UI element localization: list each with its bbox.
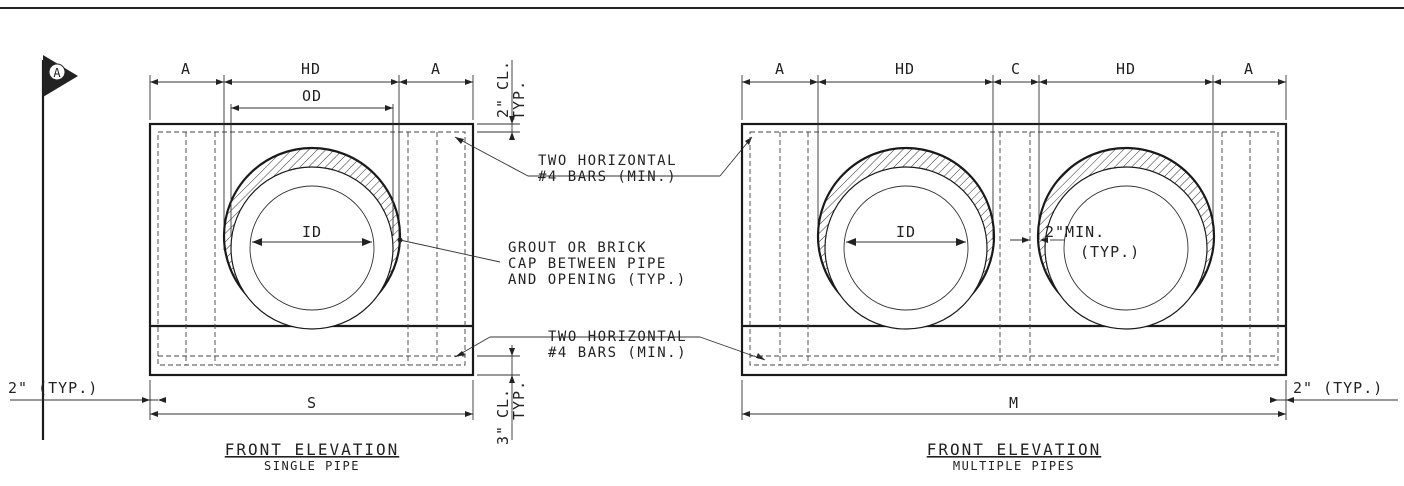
note-top-bars-line2: #4 BARS (MIN.) <box>538 169 677 185</box>
single-clear-top-cl: CL. <box>494 60 512 90</box>
note-grout-line2: CAP BETWEEN PIPE <box>508 256 667 272</box>
multiple-dim-c: C <box>1011 60 1021 78</box>
note-top-bars-line1: TWO HORIZONTAL <box>538 153 677 169</box>
single-left-typ: 2" (TYP.) <box>8 379 98 397</box>
single-clear-bottom-typ: TYP. <box>510 380 528 420</box>
multiple-dim-hd-left: HD <box>895 60 915 78</box>
multiple-right-typ: 2" (TYP.) <box>1293 379 1383 397</box>
note-grout-line1: GROUT OR BRICK <box>508 240 647 256</box>
single-rebar-outline <box>157 131 466 366</box>
single-dim-a-right: A <box>431 60 441 78</box>
single-dim-hd: HD <box>301 60 321 78</box>
single-clear-bottom-value: 3" <box>494 425 512 445</box>
multiple-dim-a-left: A <box>775 60 785 78</box>
section-marker: A <box>41 55 78 440</box>
single-pipe-elevation: ID A HD A OD 2" CL. TYP. <box>8 60 528 473</box>
multiple-dim-hd-right: HD <box>1116 60 1136 78</box>
multiple-gap-min-line2: (TYP.) <box>1080 243 1140 261</box>
multiple-dim-m: M <box>1009 394 1019 412</box>
center-notes: TWO HORIZONTAL #4 BARS (MIN.) GROUT OR B… <box>397 136 766 361</box>
note-bottom-bars-line1: TWO HORIZONTAL <box>548 329 687 345</box>
section-marker-letter: A <box>53 66 61 80</box>
single-dim-s: S <box>307 394 317 412</box>
multiple-right-pipe-inner-circle <box>1063 185 1189 311</box>
multiple-left-pipe-inner-circle <box>843 185 969 311</box>
single-dim-a-left: A <box>181 60 191 78</box>
single-headwall-outline <box>148 122 475 377</box>
single-clear-bottom-cl: CL. <box>494 388 512 418</box>
single-id-label: ID <box>302 223 322 241</box>
multiple-pipe-elevation: ID 2"MIN. (TYP.) A HD C HD A <box>740 60 1398 473</box>
note-bottom-bars-line2: #4 BARS (MIN.) <box>548 345 687 361</box>
multiple-headwall-outline <box>740 122 1288 377</box>
multiple-dim-a-right: A <box>1244 60 1254 78</box>
multiple-gap-min-line1: 2"MIN. <box>1045 223 1105 241</box>
single-title: FRONT ELEVATION <box>225 440 400 459</box>
single-pipe-inner-circle <box>249 185 375 311</box>
multiple-title: FRONT ELEVATION <box>927 440 1102 459</box>
single-subtitle: SINGLE PIPE <box>264 459 360 473</box>
multiple-rebar-outline <box>749 131 1279 366</box>
single-clear-top-value: 2" <box>494 98 512 118</box>
single-dim-od: OD <box>302 87 322 105</box>
single-clear-top-typ: TYP. <box>510 80 528 120</box>
note-grout-line3: AND OPENING (TYP.) <box>508 272 687 288</box>
multiple-subtitle: MULTIPLE PIPES <box>953 459 1075 473</box>
multiple-id-label: ID <box>896 223 916 241</box>
